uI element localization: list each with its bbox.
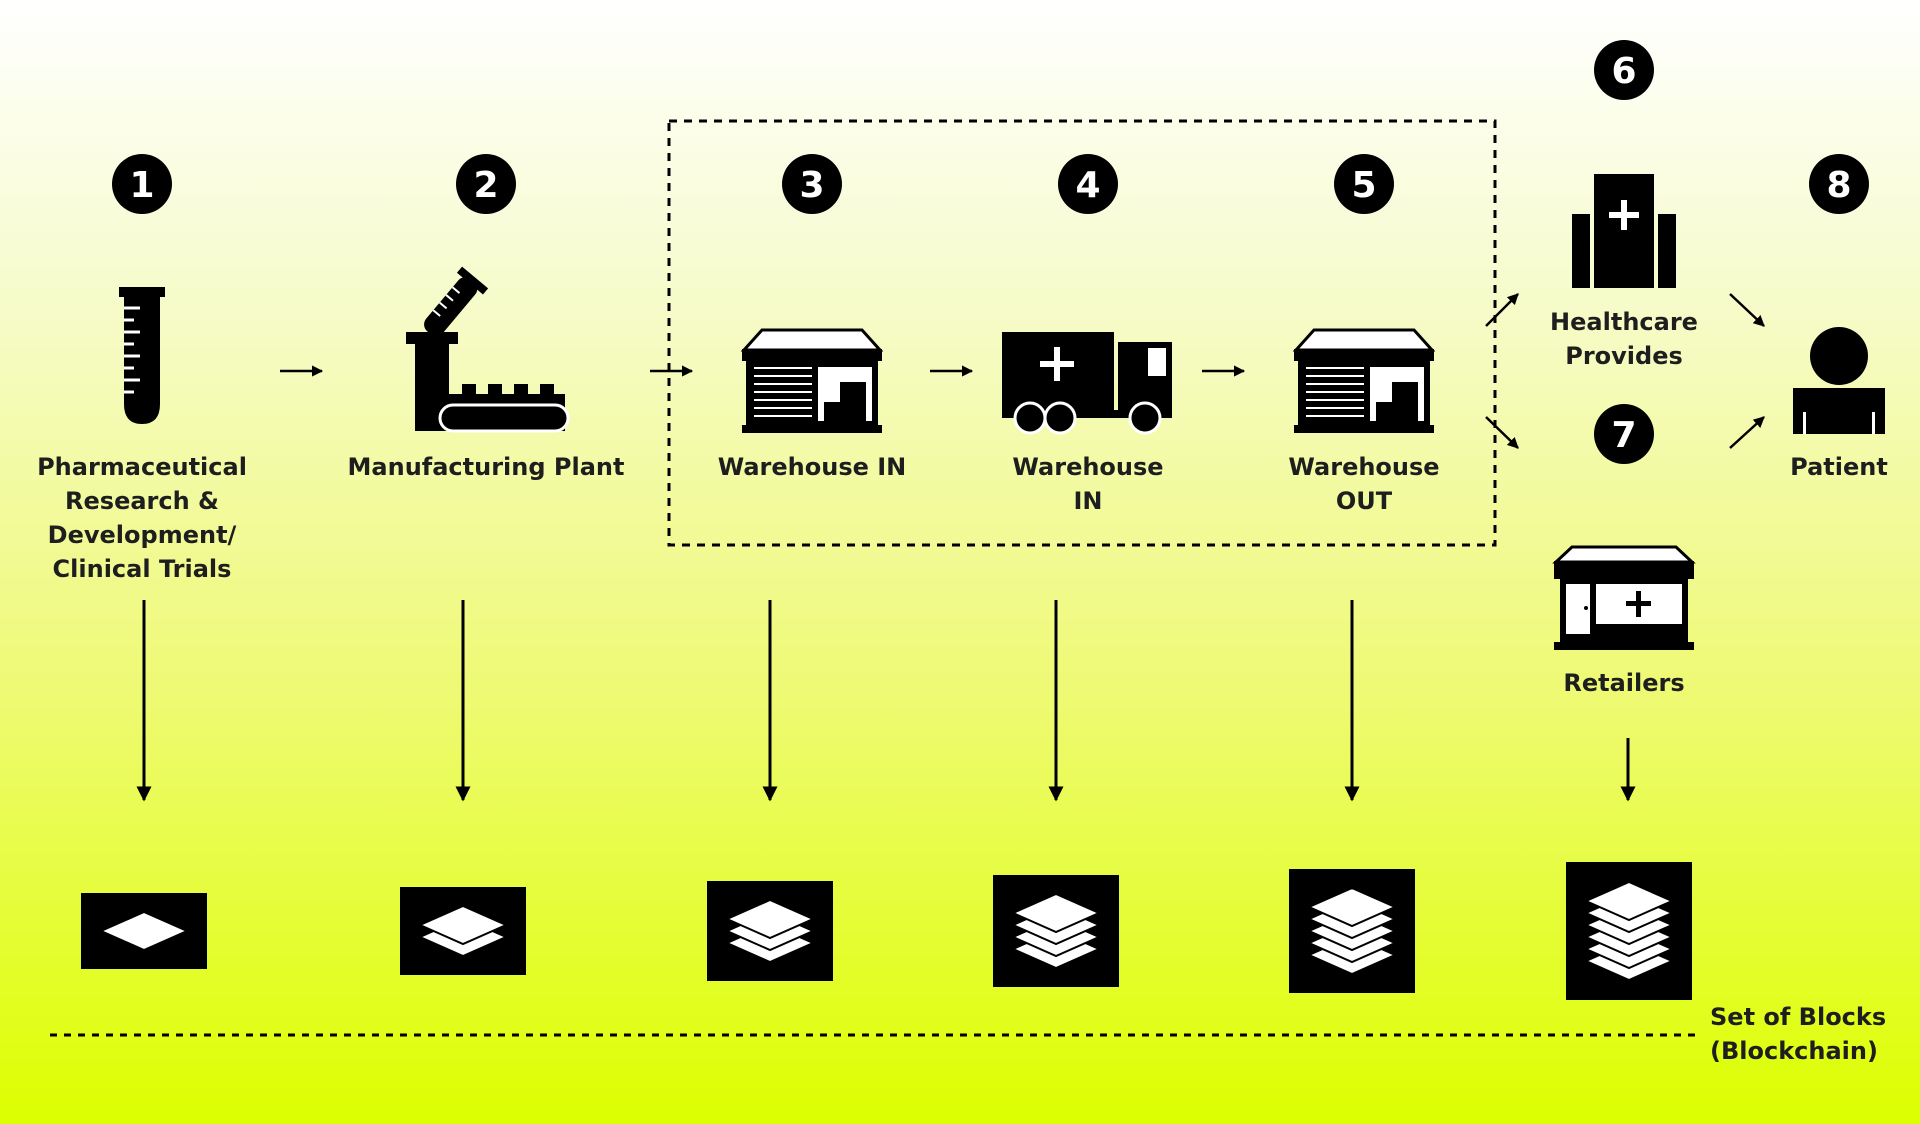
label-retailers: Retailers	[1563, 669, 1685, 697]
flow-arrow-7-8	[1729, 416, 1765, 449]
block-layer	[98, 910, 190, 952]
person-icon	[1793, 327, 1885, 434]
block-layer	[724, 898, 816, 940]
number-2: 2	[473, 165, 498, 206]
number-badge-6: 6	[1594, 40, 1654, 100]
label-warehouse-in-1: Warehouse IN	[717, 453, 907, 481]
block-layer	[417, 904, 509, 946]
label-patient: Patient	[1790, 453, 1888, 481]
number-3: 3	[799, 165, 824, 206]
flow-arrow-6-8	[1729, 293, 1765, 327]
number-4: 4	[1075, 165, 1100, 206]
number-badge-3: 3	[782, 154, 842, 214]
number-5: 5	[1351, 165, 1376, 206]
number-badge-7: 7	[1594, 404, 1654, 464]
number-1: 1	[129, 165, 154, 206]
block-4	[993, 875, 1119, 987]
number-badge-2: 2	[456, 154, 516, 214]
block-1	[81, 893, 207, 969]
label-research: Pharmaceutical Research & Development/ C…	[37, 453, 247, 583]
flow-arrow-5-6	[1485, 293, 1519, 327]
number-7: 7	[1611, 415, 1636, 456]
block-6	[1566, 862, 1692, 1000]
number-badge-8: 8	[1809, 154, 1869, 214]
block-3	[707, 881, 833, 981]
number-badge-4: 4	[1058, 154, 1118, 214]
block-5	[1289, 869, 1415, 993]
block-layer	[1010, 892, 1102, 934]
warehouse-icon	[740, 328, 884, 433]
label-warehouse-out: Warehouse OUT	[1288, 453, 1440, 515]
block-layer	[1583, 880, 1675, 922]
pharmacy-icon	[1552, 545, 1696, 650]
flow-arrow-5-7	[1485, 416, 1519, 449]
hospital-icon	[1572, 174, 1676, 288]
blockchain-label: Set of Blocks (Blockchain)	[1710, 1003, 1887, 1065]
label-manufacturing: Manufacturing Plant	[347, 453, 625, 481]
label-healthcare: Healthcare Provides	[1550, 308, 1698, 370]
number-badge-5: 5	[1334, 154, 1394, 214]
number-badge-1: 1	[112, 154, 172, 214]
block-2	[400, 887, 526, 975]
number-8: 8	[1826, 165, 1851, 206]
warehouse-group-box	[667, 119, 1497, 547]
factory-icon	[406, 266, 570, 433]
warehouse-out-icon	[1292, 328, 1436, 433]
truck-icon	[1002, 332, 1172, 435]
block-layer	[1306, 886, 1398, 928]
number-6: 6	[1611, 51, 1636, 92]
test-tube-icon	[119, 287, 165, 424]
label-warehouse-in-2: Warehouse IN	[1012, 453, 1164, 515]
